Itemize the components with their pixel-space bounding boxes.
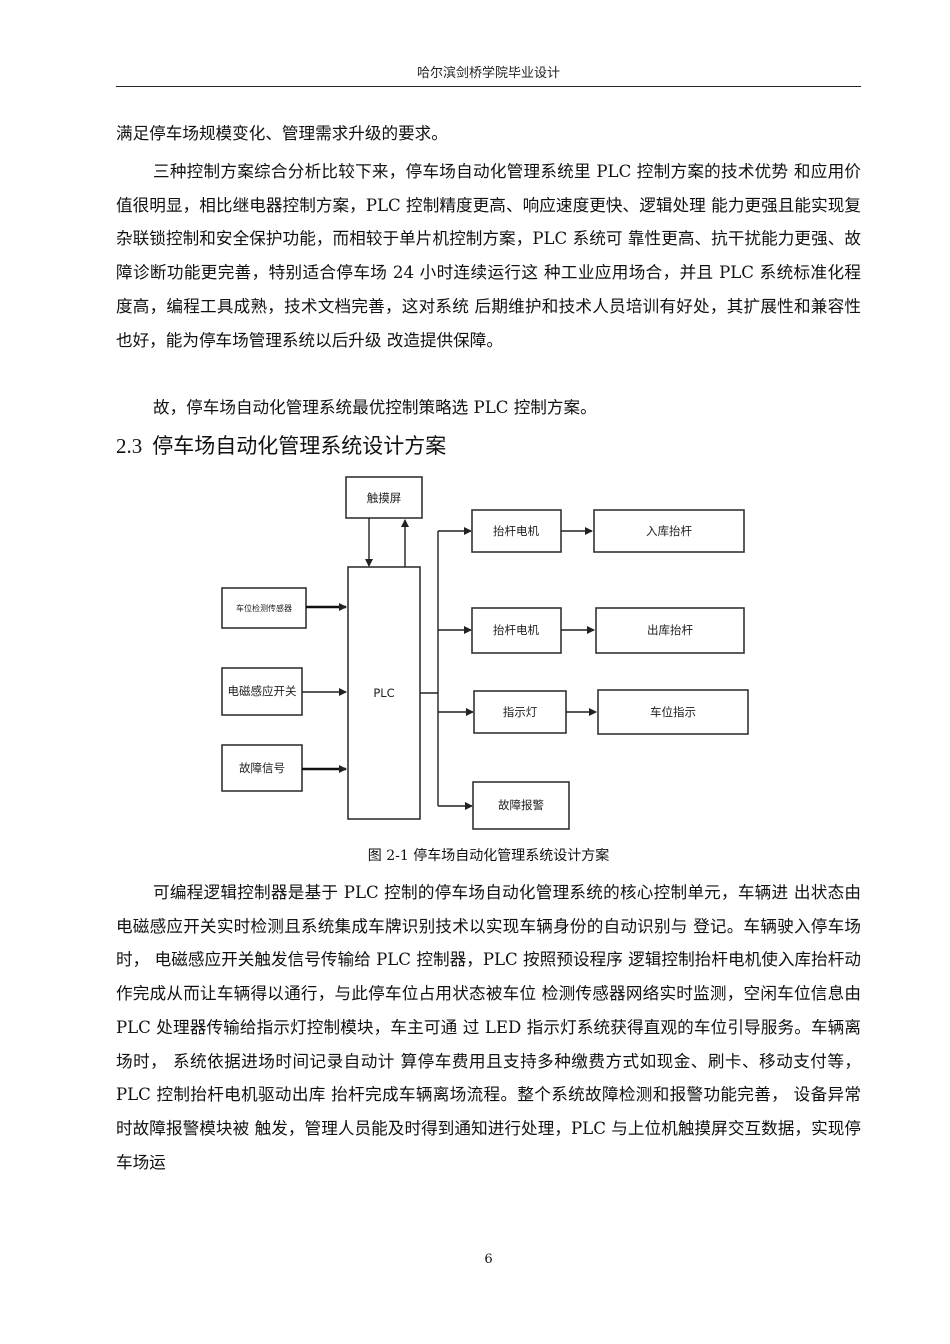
em-switch-label: 电磁感应开关 xyxy=(228,684,297,698)
fault-signal-block: 故障信号 xyxy=(221,744,303,792)
em-switch-block: 电磁感应开关 xyxy=(221,667,303,716)
plc-block: PLC xyxy=(347,566,421,820)
page-header: 哈尔滨剑桥学院毕业设计 xyxy=(416,66,560,81)
spot-indicator-block: 车位指示 xyxy=(597,689,749,735)
section-number: 2.3 xyxy=(116,434,143,458)
spot-indicator-label: 车位指示 xyxy=(650,705,696,719)
in-barrier-block: 入库抬杆 xyxy=(593,509,745,553)
fault-signal-label: 故障信号 xyxy=(239,761,285,775)
section-title: 停车场自动化管理系统设计方案 xyxy=(152,434,447,458)
page-number: 6 xyxy=(484,1252,493,1267)
sensor-block: 车位检测传感器 xyxy=(221,587,307,629)
motor2-label: 抬杆电机 xyxy=(493,623,539,637)
motor2-block: 抬杆电机 xyxy=(471,607,562,654)
indicator-light-block: 指示灯 xyxy=(473,690,567,734)
touchscreen-block: 触摸屏 xyxy=(345,476,423,519)
sensor-label: 车位检测传感器 xyxy=(236,603,292,613)
out-barrier-label: 出库抬杆 xyxy=(647,623,693,637)
indicator-light-label: 指示灯 xyxy=(503,705,538,719)
paragraph-4: 可编程逻辑控制器是基于 PLC 控制的停车场自动化管理系统的核心控制单元，车辆进… xyxy=(116,883,861,1172)
paragraph-2: 三种控制方案综合分析比较下来，停车场自动化管理系统里 PLC 控制方案的技术优势… xyxy=(116,162,861,350)
paragraph-1: 满足停车场规模变化、管理需求升级的要求。 xyxy=(116,124,448,143)
header-rule xyxy=(116,86,861,87)
motor1-block: 抬杆电机 xyxy=(471,509,562,553)
figure-caption: 图 2-1 停车场自动化管理系统设计方案 xyxy=(367,848,610,864)
section-heading: 2.3 停车场自动化管理系统设计方案 xyxy=(116,430,446,460)
motor1-label: 抬杆电机 xyxy=(493,524,539,538)
fault-alarm-block: 故障报警 xyxy=(472,781,570,830)
paragraph-3: 故，停车场自动化管理系统最优控制策略选 PLC 控制方案。 xyxy=(153,398,597,417)
fault-alarm-label: 故障报警 xyxy=(498,798,544,812)
touchscreen-label: 触摸屏 xyxy=(367,491,402,505)
plc-label: PLC xyxy=(373,686,394,700)
in-barrier-label: 入库抬杆 xyxy=(646,524,692,538)
out-barrier-block: 出库抬杆 xyxy=(595,607,745,654)
